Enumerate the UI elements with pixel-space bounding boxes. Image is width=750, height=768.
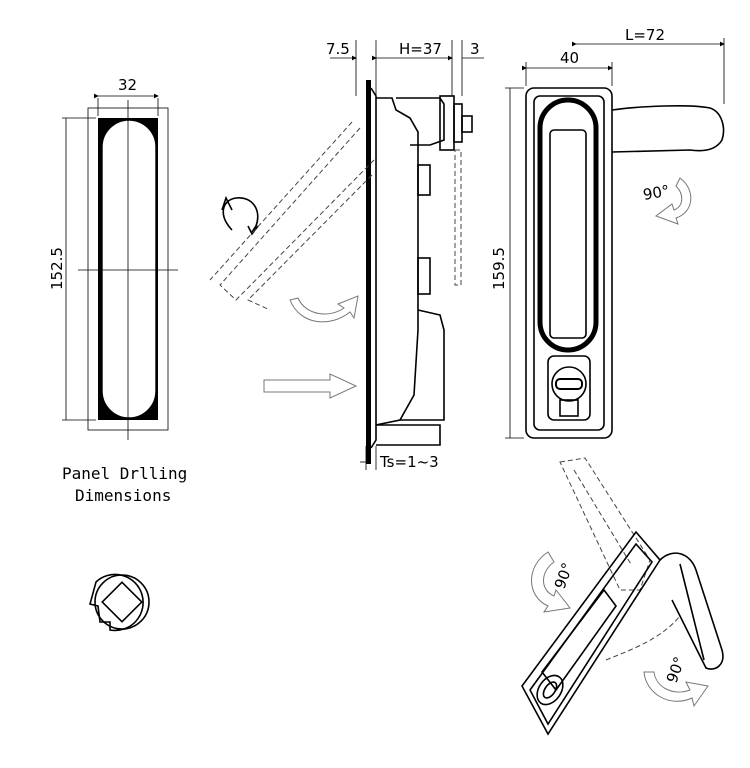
front-length-label: L=72 bbox=[625, 26, 665, 44]
side-gap-label: 3 bbox=[470, 40, 480, 58]
square-key-icon bbox=[89, 573, 150, 632]
iso-rotation-label-2: 90° bbox=[663, 654, 689, 685]
side-height-label: H=37 bbox=[399, 40, 442, 58]
side-view: 7.5 H=37 3 Ts=1~3 bbox=[209, 40, 484, 471]
front-rotation-label: 90° bbox=[642, 182, 671, 204]
panel-height-label: 152.5 bbox=[48, 247, 66, 290]
caption-line-1: Panel Drlling bbox=[62, 464, 187, 483]
isometric-view: 90° 90° bbox=[521, 457, 724, 736]
thickness-label: Ts=1~3 bbox=[379, 453, 439, 471]
panel-width-label: 32 bbox=[118, 76, 137, 94]
side-offset-label: 7.5 bbox=[326, 40, 350, 58]
front-width-label: 40 bbox=[560, 49, 579, 67]
front-height-label: 159.5 bbox=[490, 247, 508, 290]
rotate-arrow-icon bbox=[221, 195, 259, 236]
iso-rotation-label-1: 90° bbox=[551, 560, 577, 591]
front-view: 40 L=72 159.5 90° bbox=[490, 26, 725, 439]
caption-line-2: Dimensions bbox=[75, 486, 171, 505]
panel-drilling-view: 32 152.5 bbox=[48, 76, 178, 440]
